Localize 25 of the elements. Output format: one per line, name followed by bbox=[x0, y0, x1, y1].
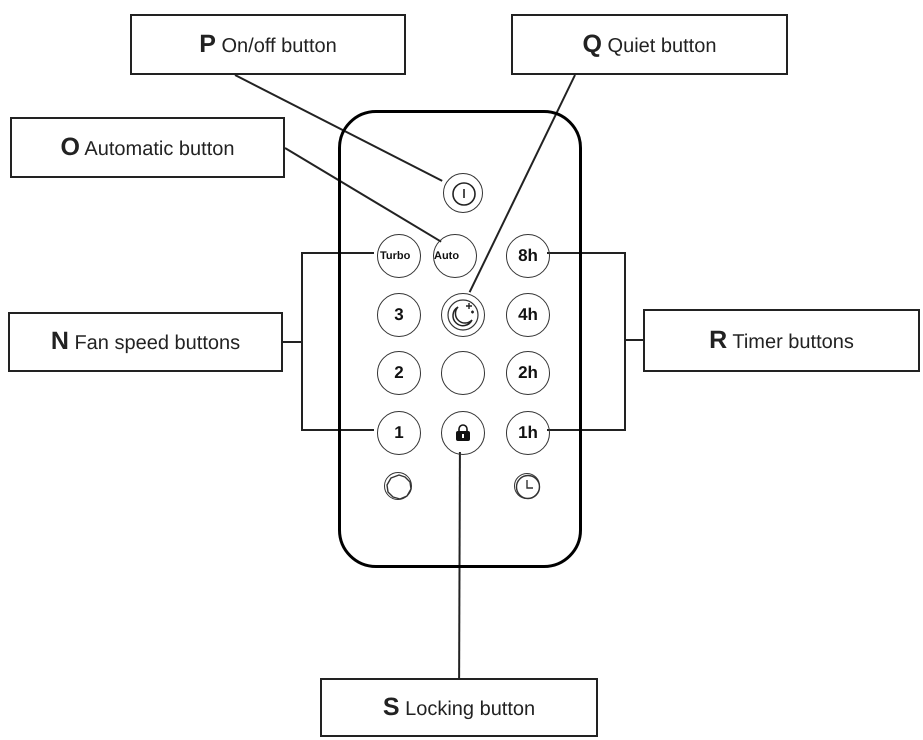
callout-label: S Locking button bbox=[320, 678, 598, 737]
round-button bbox=[441, 411, 485, 455]
round-button: 1 bbox=[377, 411, 421, 455]
round-button bbox=[443, 173, 483, 213]
round-button: 2 bbox=[377, 351, 421, 395]
callout-label: Q Quiet button bbox=[511, 14, 788, 75]
callout-label: N Fan speed buttons bbox=[8, 312, 283, 372]
remote-control-body bbox=[338, 110, 582, 568]
leader-line bbox=[458, 452, 461, 678]
callout-label: R Timer buttons bbox=[643, 309, 920, 372]
round-button: 3 bbox=[377, 293, 421, 337]
round-button: Turbo bbox=[377, 234, 421, 278]
leader-line bbox=[234, 74, 443, 182]
round-button: 8h bbox=[506, 234, 550, 278]
round-button: 4h bbox=[506, 293, 550, 337]
leader-line bbox=[547, 339, 643, 431]
round-button: Auto bbox=[433, 234, 477, 278]
round-button bbox=[441, 351, 485, 395]
leader-line bbox=[284, 147, 442, 243]
leader-line bbox=[283, 341, 374, 431]
callout-label: P On/off button bbox=[130, 14, 406, 75]
round-button: 1h bbox=[506, 411, 550, 455]
leader-line bbox=[468, 74, 576, 293]
callout-label: O Automatic button bbox=[10, 117, 285, 178]
round-button: 2h bbox=[506, 351, 550, 395]
